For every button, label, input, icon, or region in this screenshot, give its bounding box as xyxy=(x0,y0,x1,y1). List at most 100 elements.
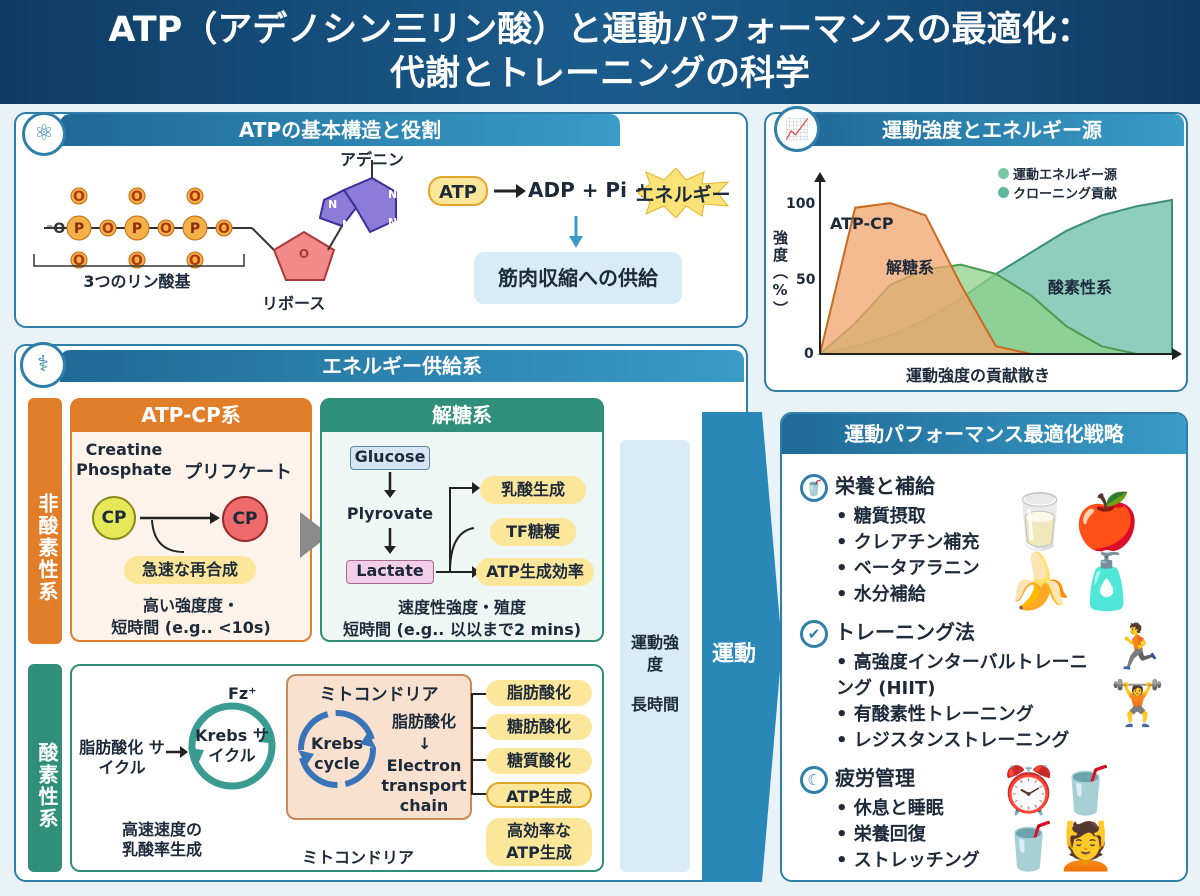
nutrition-item: ベータアラニン xyxy=(836,556,980,582)
line-chart-icon: 📈 xyxy=(774,106,820,152)
svg-text:O: O xyxy=(102,221,114,237)
chart-legend: 運動エネルギー源 クローニング貢献 xyxy=(998,164,1117,202)
krebs-label: Krebs サイクル xyxy=(195,726,269,765)
resynth-badge: 急速な再合成 xyxy=(124,556,256,584)
svg-text:N: N xyxy=(388,216,397,229)
strategy-heading: 運動パフォーマンス最適化戦略 xyxy=(782,414,1186,454)
triangle-arrow-icon xyxy=(300,512,330,558)
exercise-label: 運動 xyxy=(712,642,757,667)
krebs-cycle-ring xyxy=(188,702,276,790)
energy-burst-icon xyxy=(637,168,730,218)
molecule-icon: ⚛ xyxy=(22,112,66,156)
svg-text:O: O xyxy=(299,247,309,261)
glucose-box: Glucose xyxy=(350,446,430,470)
arrow-down-icon xyxy=(384,472,396,498)
svg-text:O: O xyxy=(189,189,201,205)
fz-label: Fz⁺ xyxy=(228,684,257,703)
aerobic-out-3: 糖質酸化 xyxy=(486,748,592,774)
lactate-box: Lactate xyxy=(346,560,434,584)
phosphate-group-2: P O O O xyxy=(99,187,150,269)
nutrition-item: 水分補給 xyxy=(836,582,980,608)
svg-text:P: P xyxy=(74,221,84,237)
legend-swatch-2 xyxy=(998,187,1009,198)
phosphate-label: 3つのリン酸基 xyxy=(83,272,191,291)
stethoscope-icon: ⚕ xyxy=(20,342,66,388)
mito-bottom-label: ミトコンドリア xyxy=(302,848,415,867)
svg-text:N: N xyxy=(328,198,337,211)
glyco-heading: 解糖系 xyxy=(320,398,604,432)
recovery-icons: ⏰🥤🥤💆 xyxy=(1000,763,1115,873)
intensity-panel-heading: 運動強度とエネルギー源 xyxy=(800,114,1184,146)
check-icon: ✔ xyxy=(800,620,828,648)
arrow-right-icon xyxy=(166,746,188,758)
ribose-label: リボース xyxy=(262,294,326,313)
mitochondria-box xyxy=(286,674,472,820)
phosphate-group-3: P O O O O xyxy=(157,187,233,269)
aerobic-branch-arrows xyxy=(471,693,488,795)
training-item: 有酸素性トレーニング xyxy=(836,702,1100,728)
exercise-icons: 🏃🏋 xyxy=(1110,622,1165,729)
svg-text:O: O xyxy=(73,189,85,205)
product-label: プリフケート xyxy=(184,462,292,483)
legend-item-2: クローニング貢献 xyxy=(1013,187,1118,202)
fatigue-section: ☾ 疲労管理 休息と睡眠 栄養回復 ストレッチング xyxy=(800,762,980,874)
mito-heading: ミトコンドリア xyxy=(319,685,439,705)
fatigue-item: ストレッチング xyxy=(836,848,980,874)
label-glyco: 解糖系 xyxy=(886,258,935,277)
nutrition-item: 糖質摂取 xyxy=(836,504,980,530)
svg-text:O: O xyxy=(131,189,143,205)
training-section: ✔ トレーニング法 高強度インターバルトレーニング (HIIT) 有酸素性トレー… xyxy=(800,616,1100,754)
intensity-column xyxy=(620,440,690,872)
aerobic-out-2: 糖肪酸化 xyxy=(486,714,592,740)
legend-swatch-1 xyxy=(998,168,1009,179)
energy-panel-heading: エネルギー供給系 xyxy=(60,350,744,382)
eq-atp: ATP xyxy=(428,176,488,206)
arrow-down-icon xyxy=(384,528,396,554)
svg-text:N: N xyxy=(342,218,351,231)
aerobic-out-4: ATP生成 xyxy=(486,782,592,808)
aerobic-side-label: 酸素性系 xyxy=(28,664,62,872)
label-atpcp: ATP-CP xyxy=(830,214,894,233)
svg-text:O: O xyxy=(160,221,172,237)
intensity-col-text: 運動強 度 長時間 xyxy=(630,633,679,714)
svg-text:O: O xyxy=(218,221,230,237)
svg-text:O: O xyxy=(131,253,143,269)
training-title: トレーニング法 xyxy=(834,620,975,644)
supply-box: 筋肉収縮への供給 xyxy=(474,252,682,304)
fatigue-item: 休息と睡眠 xyxy=(836,796,980,822)
fat-cycle-label: 脂肪酸化 サイクル xyxy=(79,738,165,777)
y-axis-label: 強度（%） xyxy=(771,230,789,318)
creatine-label: Creatine Phosphate xyxy=(76,440,172,479)
atpcp-note-2: 短時間 (e.g.. <10s) xyxy=(111,618,271,637)
training-item: レジスタンストレーニング xyxy=(836,728,1100,754)
moon-icon: ☾ xyxy=(800,766,828,794)
svg-text:⁻O: ⁻O xyxy=(46,221,65,237)
svg-text:O: O xyxy=(189,253,201,269)
training-item: 高強度インターバルトレーニング (HIIT) xyxy=(836,650,1100,702)
cup-icon: 🥤 xyxy=(800,474,828,502)
cp-circle-left: CP xyxy=(92,496,136,540)
y-tick-100: 100 xyxy=(786,196,816,212)
high-speed-label: 高速速度の 乳酸率生成 xyxy=(121,820,202,859)
anaerobic-side-label: 非酸素性系 xyxy=(28,398,62,644)
adenine-ring-5 xyxy=(318,188,358,228)
glyco-out-3: ATP生成効率 xyxy=(476,558,594,586)
title-banner xyxy=(0,0,1200,104)
svg-text:P: P xyxy=(190,221,200,237)
aerobic-out-5: 高効率な ATP生成 xyxy=(486,818,592,866)
aerobic-out-1: 脂肪酸化 xyxy=(486,680,592,706)
eq-products: ADP + Pi + xyxy=(528,178,651,202)
etc-label: Electron transport chain xyxy=(381,756,467,815)
pyruvate-label: Plyrovate xyxy=(346,504,434,523)
atpcp-note-1: 高い強度度・ xyxy=(142,596,239,615)
page-title: ATP（アデノシン三リン酸）と運動パフォーマンスの最適化： 代謝とトレーニングの… xyxy=(108,10,1092,94)
arrow-down-icon xyxy=(569,216,583,248)
glyco-note-1: 速度性強度・殖度 xyxy=(397,598,526,617)
y-tick-0: 0 xyxy=(804,346,814,362)
fat-ox-label: 脂肪酸化 xyxy=(391,712,456,731)
supplements-icon: 🥛🍎🍌🧴 xyxy=(1006,490,1141,613)
legend-item-1: 運動エネルギー源 xyxy=(1013,168,1118,183)
intensity-chart xyxy=(814,172,1182,360)
svg-text:N: N xyxy=(388,188,397,201)
atpcp-heading: ATP-CP系 xyxy=(70,398,312,432)
